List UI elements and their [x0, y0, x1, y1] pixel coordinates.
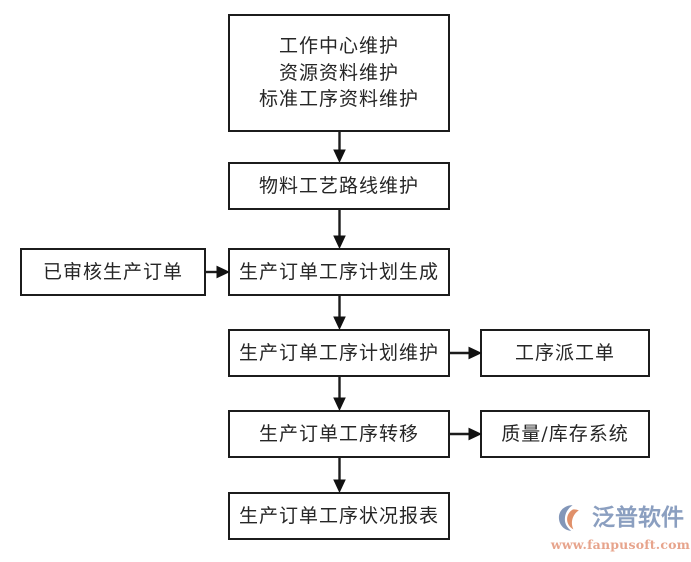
- node-master-data-line-3: 标准工序资料维护: [258, 88, 419, 111]
- node-operation-transfer[interactable]: 生产订单工序转移: [228, 410, 450, 458]
- node-operation-transfer-label: 生产订单工序转移: [258, 422, 419, 445]
- node-quality-stock-label: 质量/库存系统: [501, 422, 629, 445]
- node-dispatch-order-label: 工序派工单: [514, 341, 615, 364]
- connector-generate-to-planmaint: [325, 294, 355, 333]
- node-plan-maintain[interactable]: 生产订单工序计划维护: [228, 329, 450, 377]
- watermark-brand-text: 泛普软件: [592, 504, 684, 531]
- node-status-report-label: 生产订单工序状况报表: [238, 504, 439, 527]
- connector-transfer-to-report: [325, 456, 355, 496]
- node-quality-stock[interactable]: 质量/库存系统: [480, 410, 650, 458]
- node-dispatch-order[interactable]: 工序派工单: [480, 329, 650, 377]
- connector-planmaint-to-transfer: [325, 375, 355, 414]
- fanpu-logo-icon: [558, 505, 579, 531]
- node-plan-generate[interactable]: 生产订单工序计划生成: [228, 248, 450, 296]
- connector-routing-to-generate: [325, 208, 355, 252]
- watermark-brand-row: 泛普软件: [557, 500, 684, 536]
- node-master-data-line-1: 工作中心维护: [278, 34, 399, 57]
- node-approved-order[interactable]: 已审核生产订单: [20, 248, 206, 296]
- node-approved-order-label: 已审核生产订单: [42, 260, 183, 283]
- node-plan-generate-label: 生产订单工序计划生成: [238, 260, 439, 283]
- node-master-data-line-2: 资源资料维护: [278, 61, 399, 84]
- watermark: 泛普软件 www.fanpusoft.com: [550, 500, 691, 558]
- node-master-data[interactable]: 工作中心维护 资源资料维护 标准工序资料维护: [228, 14, 450, 132]
- node-routing-label: 物料工艺路线维护: [258, 174, 419, 197]
- node-routing[interactable]: 物料工艺路线维护: [228, 162, 450, 210]
- connector-master-to-routing: [325, 130, 355, 166]
- watermark-url-text: www.fanpusoft.com: [550, 537, 691, 552]
- connector-transfer-to-qcstock: [448, 420, 484, 448]
- node-status-report[interactable]: 生产订单工序状况报表: [228, 492, 450, 540]
- node-plan-maintain-label: 生产订单工序计划维护: [238, 341, 439, 364]
- connector-planmaint-to-dispatch: [448, 339, 484, 367]
